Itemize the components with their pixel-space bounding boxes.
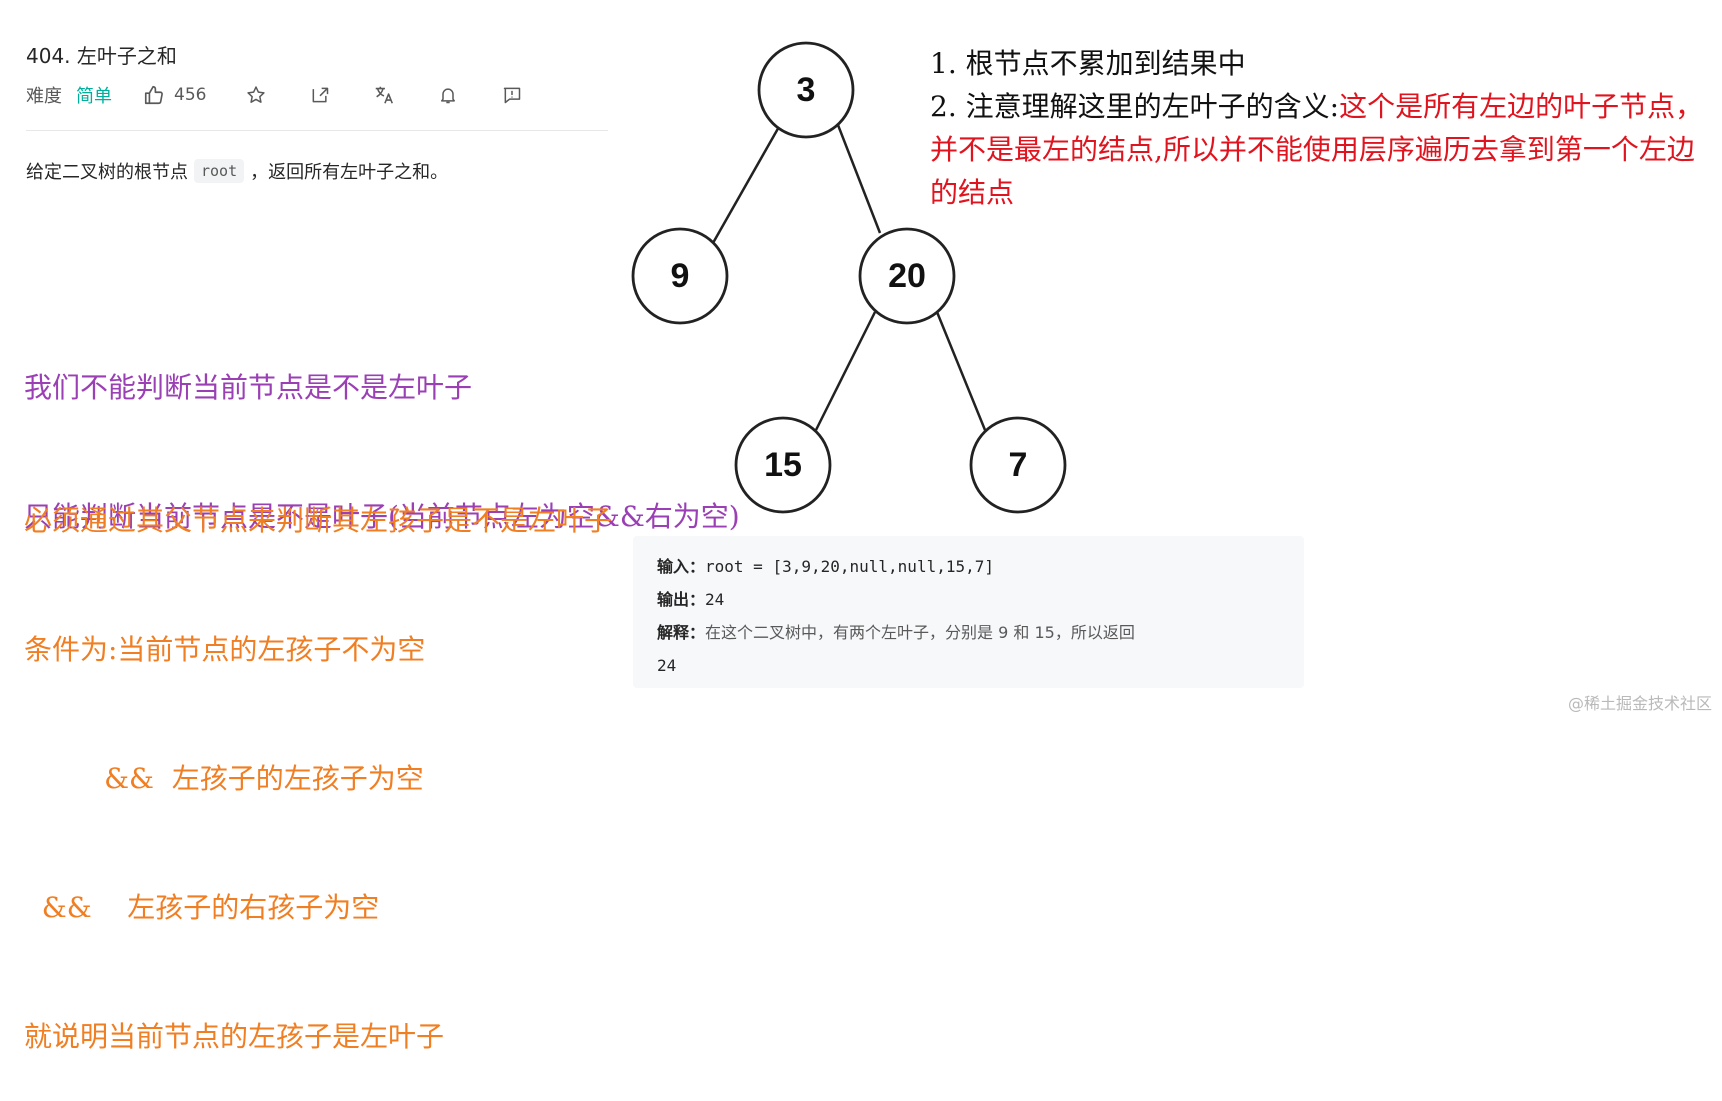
share-icon[interactable] (308, 83, 332, 107)
edge-20-7 (935, 311, 987, 431)
tree-node-9 (631, 227, 729, 325)
translate-icon[interactable] (372, 83, 396, 107)
example-input-row: 输入：root = [3,9,20,null,null,15,7] (657, 550, 1280, 583)
like-count: 456 (174, 85, 207, 105)
description-text-end: ，返回所有左叶子之和。 (250, 162, 449, 183)
tree-node-label-7: 7 (1009, 446, 1028, 484)
problem-meta-row: 难度 简单 456 (26, 82, 524, 108)
description-text-start: 给定二叉树的根节点 (26, 162, 188, 183)
annotation-purple-line1: 我们不能判断当前节点是不是左叶子 (24, 371, 473, 404)
annotation-right-red: 这个是所有左边的叶子节点，并不是最左的结点,所以并不能使用层序遍历去拿到第一个左… (930, 90, 1704, 209)
feedback-icon[interactable] (500, 83, 524, 107)
tree-node-label-9: 9 (671, 257, 690, 295)
annotation-orange-line4: && 左孩子的右孩子为空 (24, 891, 380, 924)
example-input-value: root = [3,9,20,null,null,15,7] (705, 557, 994, 576)
bell-icon[interactable] (436, 83, 460, 107)
tree-node-7 (969, 416, 1067, 514)
thumbs-up-icon[interactable] (142, 83, 166, 107)
difficulty-badge: 简单 (76, 86, 112, 107)
binary-tree-diagram: 3 9 20 15 7 (631, 41, 1067, 514)
annotation-orange-line3: && 左孩子的左孩子为空 (24, 762, 424, 795)
example-explain-value: 在这个二叉树中，有两个左叶子，分别是 9 和 15，所以返回 (705, 623, 1135, 642)
tree-node-15 (734, 416, 832, 514)
annotation-right: 1. 根节点不累加到结果中 2. 注意理解这里的左叶子的含义:这个是所有左边的叶… (930, 42, 1720, 214)
problem-description: 给定二叉树的根节点 root ，返回所有左叶子之和。 (26, 158, 448, 184)
tree-node-label-3: 3 (797, 71, 816, 109)
edge-3-20 (836, 124, 882, 234)
annotation-orange-line1: 必须通过其父节点来判断其左孩子是不是左叶子 (24, 504, 613, 537)
watermark: @稀土掘金技术社区 (1567, 694, 1712, 713)
tree-node-label-15: 15 (764, 446, 802, 484)
example-explain-tail: 24 (657, 656, 677, 675)
problem-title: 404. 左叶子之和 (26, 44, 177, 68)
annotation-orange-line2: 条件为:当前节点的左孩子不为空 (24, 633, 426, 666)
edge-20-15 (814, 311, 877, 431)
annotation-right-line2: 2. 注意理解这里的左叶子的含义:这个是所有左边的叶子节点，并不是最左的结点,所… (930, 85, 1720, 214)
example-box: 输入：root = [3,9,20,null,null,15,7] 输出：24 … (633, 536, 1304, 688)
example-input-label: 输入： (657, 557, 706, 576)
inline-code-root: root (194, 159, 245, 183)
annotation-purple: 我们不能判断当前节点是不是左叶子 只能判断当前节点是不是叶子(当前节点左为空&&… (24, 280, 740, 581)
tree-node-20 (858, 227, 956, 325)
example-explain-row: 解释：在这个二叉树中，有两个左叶子，分别是 9 和 15，所以返回 (657, 616, 1280, 649)
difficulty-label: 难度 (26, 86, 62, 107)
annotation-purple-line2: 只能判断当前节点是不是叶子(当前节点左为空&&右为空) (24, 500, 740, 533)
tree-node-3 (757, 41, 855, 139)
star-icon[interactable] (244, 83, 268, 107)
edge-3-9 (711, 124, 782, 244)
example-output-label: 输出： (657, 590, 706, 609)
annotation-orange: 必须通过其父节点来判断其左孩子是不是左叶子 条件为:当前节点的左孩子不为空 &&… (24, 413, 612, 1101)
annotation-orange-line5: 就说明当前节点的左孩子是左叶子 (24, 1020, 445, 1053)
example-output-value: 24 (705, 590, 725, 609)
example-output-row: 输出：24 (657, 583, 1280, 616)
tree-node-label-20: 20 (888, 257, 926, 295)
header-divider (26, 130, 608, 131)
example-explain-label: 解释： (657, 623, 706, 642)
annotation-right-black: 2. 注意理解这里的左叶子的含义: (930, 90, 1340, 123)
annotation-right-line1: 1. 根节点不累加到结果中 (930, 47, 1246, 80)
